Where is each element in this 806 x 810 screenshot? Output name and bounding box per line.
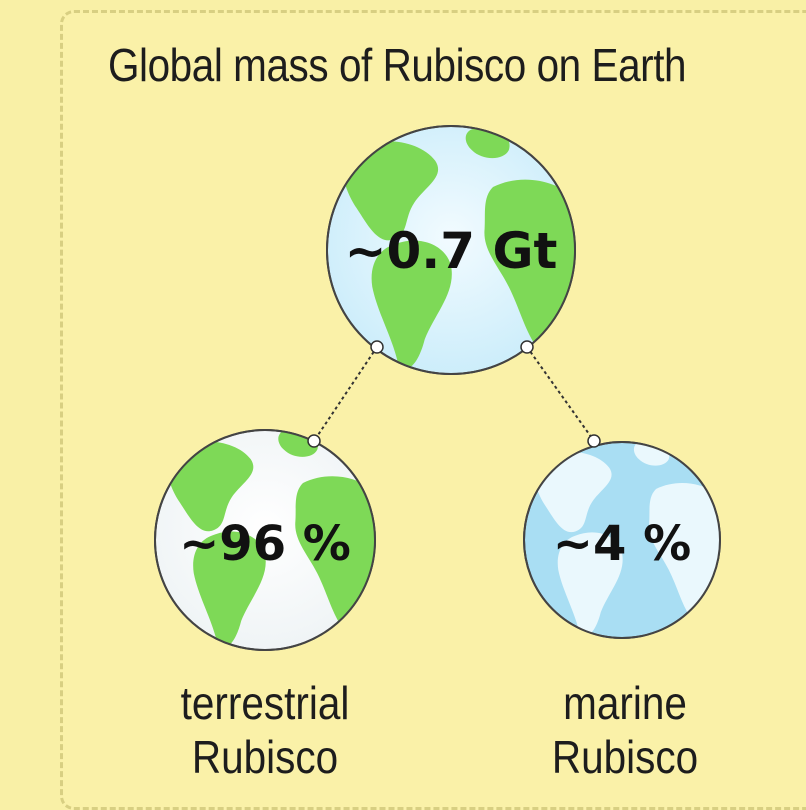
globe-terrestrial [154, 429, 376, 651]
marine-label: marine Rubisco [551, 677, 699, 783]
total-value: ~0.7 Gt [345, 222, 558, 280]
diagram-title: Global mass of Rubisco on Earth [108, 39, 687, 91]
terrestrial-label: terrestrial Rubisco [180, 677, 350, 783]
marine-value: ~4 % [553, 516, 691, 572]
connector-dot [307, 434, 321, 448]
rubisco-diagram: ~0.7 Gt ~96 % ~4 % [154, 125, 721, 651]
terrestrial-value: ~96 % [179, 516, 351, 572]
connector-right [526, 346, 595, 442]
connector-dot [370, 340, 384, 354]
globe-marine [523, 441, 721, 639]
globe-total [326, 125, 576, 375]
connector-dot [520, 340, 534, 354]
connector-dot [587, 434, 601, 448]
connector-left [313, 346, 378, 442]
